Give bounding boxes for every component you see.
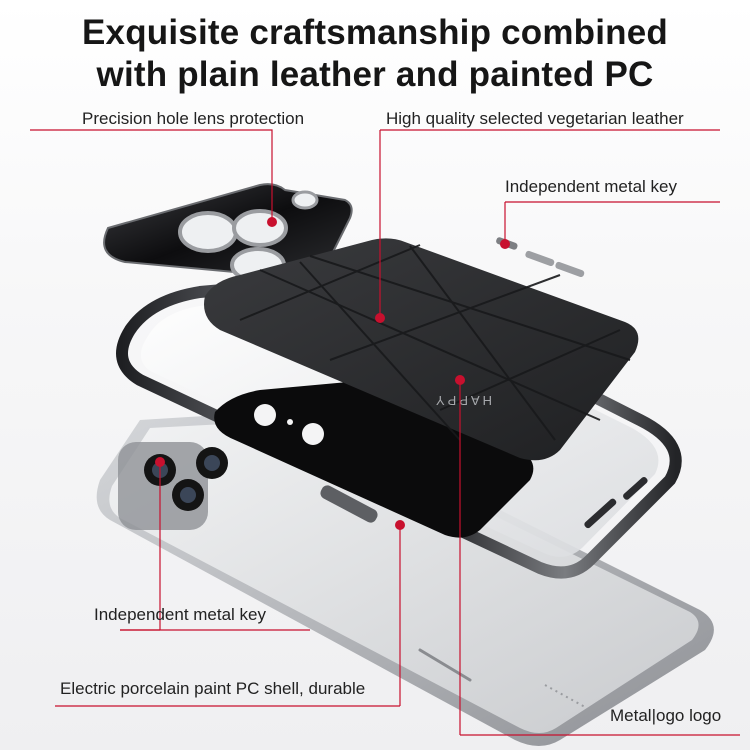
brand-mark: HAPPY [433,393,492,408]
callout-metal-key-left: Independent metal key [94,605,267,624]
callout-lines [30,129,740,736]
callout-pc-shell: Electric porcelain paint PC shell, durab… [60,679,366,698]
callout-metal-logo: Metal|ogo logo [610,706,722,725]
callout-vegetarian-leather: High quality selected vegetarian leather [386,109,684,128]
callout-metal-key-top: Independent metal key [505,177,678,196]
phone-body [96,410,714,746]
callout-lens-protection: Precision hole lens protection [82,109,305,128]
headline-line-2: with plain leather and painted PC [96,55,654,94]
lens-protector [103,183,353,283]
callout-dots [155,217,510,530]
leather-plate: HAPPY [204,238,639,461]
headline-line-1: Exquisite craftsmanship combined [82,13,668,52]
